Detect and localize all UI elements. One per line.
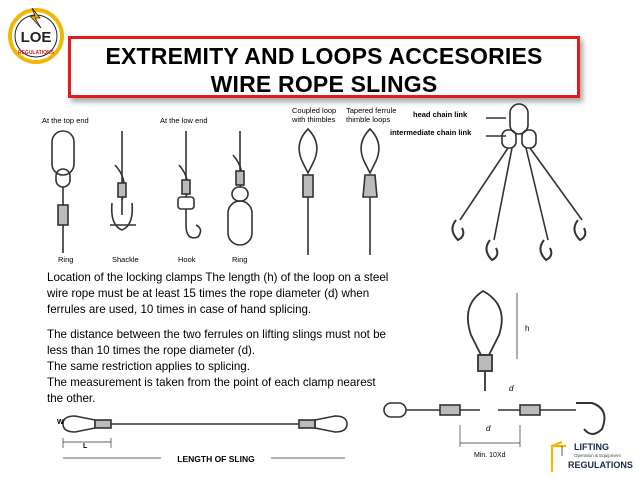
page-subtitle: WIRE ROPE SLINGS xyxy=(210,71,438,97)
paragraph-line: The distance between the two ferrules on… xyxy=(47,328,386,357)
dimension-min-label: Min. 10Xd xyxy=(474,452,506,459)
label-tapered-ferrule: Tapered ferrule xyxy=(346,106,397,115)
loe-logo: LOE REGULATIONS xyxy=(4,4,68,64)
label-head-chain-link: head chain link xyxy=(413,110,468,119)
title-box: EXTREMITY AND LOOPS ACCESORIES WIRE ROPE… xyxy=(68,36,580,98)
sling-length-illustration: W L LENGTH OF SLING xyxy=(57,415,348,464)
logo-lifting: LIFTING xyxy=(574,442,609,452)
logo-subtext: REGULATIONS xyxy=(18,50,55,56)
lifting-regulations-logo: LIFTING Operation & Equipment REGULATION… xyxy=(548,440,634,474)
caption-shackle: Shackle xyxy=(112,255,139,264)
logo-text: LOE xyxy=(21,29,52,46)
logo-operation: Operation & Equipment xyxy=(574,453,622,458)
label-top-end: At the top end xyxy=(42,116,89,125)
paragraph-ferrule-distance: The distance between the two ferrules on… xyxy=(47,327,392,407)
fittings-illustration xyxy=(51,127,380,255)
dimension-w-label: W xyxy=(57,419,64,426)
dimension-h-label: h xyxy=(525,324,529,333)
page-title: EXTREMITY AND LOOPS ACCESORIES xyxy=(105,43,543,69)
paragraph-loop-length: Location of the locking clamps The lengt… xyxy=(47,271,389,316)
paragraph-line: The same restriction applies to splicing… xyxy=(47,360,250,373)
caption-hook: Hook xyxy=(178,255,196,264)
dimension-d-label: d xyxy=(509,384,514,393)
label-tapered-thimble: thimble loops xyxy=(346,115,391,124)
label-coupled-loop: Coupled loop xyxy=(292,106,337,115)
label-low-end: At the low end xyxy=(160,116,208,125)
label-intermediate-chain-link: intermediate chain link xyxy=(390,128,472,137)
label-coupled-thimbles: with thimbles xyxy=(292,115,336,124)
logo-regulations: REGULATIONS xyxy=(568,460,633,470)
sling-with-hook-illustration: d Min. 10Xd xyxy=(383,402,606,459)
caption-ring-top: Ring xyxy=(58,255,74,264)
caption-ring-low: Ring xyxy=(232,255,248,264)
paragraph-line: The measurement is taken from the point … xyxy=(47,376,376,405)
dimension-l-label: L xyxy=(83,443,88,450)
loop-dimension-illustration: h d xyxy=(467,289,529,393)
dimension-d-bottom: d xyxy=(486,424,491,433)
four-leg-sling-illustration xyxy=(451,103,587,262)
sling-length-label: LENGTH OF SLING xyxy=(177,454,255,464)
